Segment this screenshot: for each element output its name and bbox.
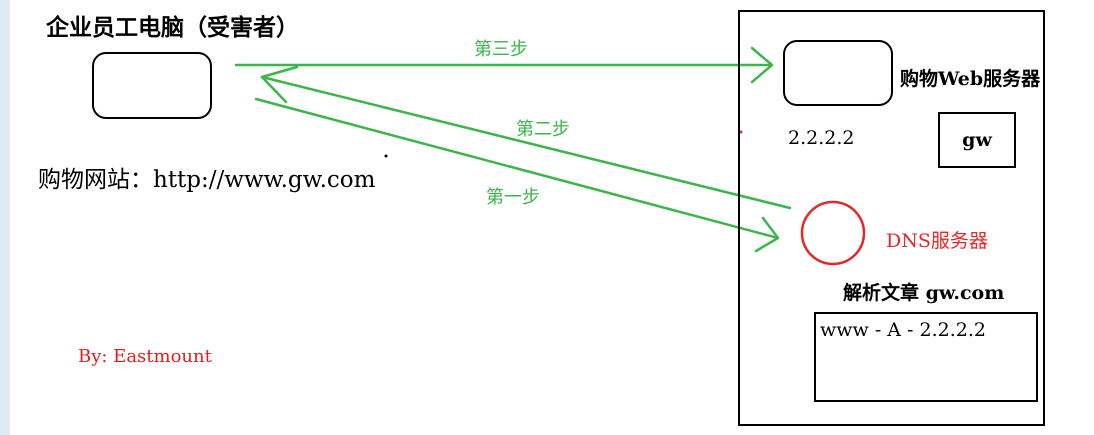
step2-arrow <box>260 65 792 210</box>
black-dot <box>384 154 388 158</box>
victim-computer-box <box>92 52 212 119</box>
dns-record-box: www - A - 2.2.2.2 <box>814 312 1038 402</box>
step2-label: 第二步 <box>516 119 570 140</box>
server-area-box <box>738 10 1045 426</box>
dns-server-circle <box>800 200 866 266</box>
author-credit: By: Eastmount <box>78 346 212 367</box>
shopping-site-url: 购物网站：http://www.gw.com <box>38 167 376 193</box>
web-server-ip: 2.2.2.2 <box>788 127 855 149</box>
step3-label: 第三步 <box>474 39 528 60</box>
step3-arrow <box>234 46 774 84</box>
dns-record: www - A - 2.2.2.2 <box>820 319 986 341</box>
resolve-title: 解析文章 gw.com <box>843 282 1005 304</box>
gw-label: gw <box>962 129 992 151</box>
dns-server-label: DNS服务器 <box>886 230 988 252</box>
red-dot <box>739 130 743 134</box>
web-server-box <box>783 40 893 106</box>
step1-arrow <box>254 97 780 253</box>
victim-title: 企业员工电脑（受害者） <box>46 15 299 41</box>
left-sidebar-strip <box>0 0 10 435</box>
step1-label: 第一步 <box>486 187 540 208</box>
gw-box: gw <box>938 112 1016 168</box>
web-server-label: 购物Web服务器 <box>900 68 1041 90</box>
